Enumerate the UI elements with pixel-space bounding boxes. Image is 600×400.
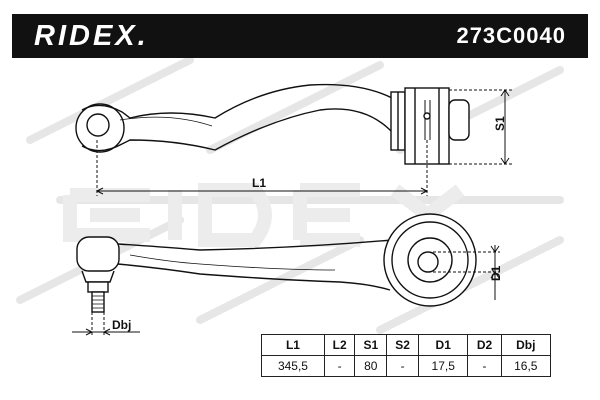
spec-table-value-row: 345,5 - 80 - 17,5 - 16,5 xyxy=(261,355,552,377)
spec-header-cell: Dbj xyxy=(500,334,552,356)
spec-header-cell: S1 xyxy=(354,334,388,356)
spec-value-cell: - xyxy=(323,355,356,377)
dimension-l1 xyxy=(95,140,429,196)
spec-header-cell: L1 xyxy=(261,334,325,356)
spec-value-cell: 80 xyxy=(354,355,388,377)
spec-value-cell: - xyxy=(467,355,502,377)
spec-header-cell: S2 xyxy=(386,334,420,356)
spec-value-cell: 16,5 xyxy=(500,355,552,377)
dimension-d1-label: D1 xyxy=(489,265,503,281)
dimension-d1 xyxy=(428,245,500,300)
spec-table: L1 L2 S1 S2 D1 D2 Dbj 345,5 - 80 - 17,5 … xyxy=(261,334,552,377)
control-arm-side-view xyxy=(76,213,477,313)
spec-header-cell: L2 xyxy=(323,334,356,356)
spec-table-header-row: L1 L2 S1 S2 D1 D2 Dbj xyxy=(261,334,552,356)
part-number: 273C0040 xyxy=(456,23,566,48)
dimension-s1 xyxy=(449,89,512,165)
dimension-dbj-label: Dbj xyxy=(112,318,131,332)
spec-value-cell: - xyxy=(386,355,420,377)
spec-header-cell: D1 xyxy=(418,334,469,356)
brand-logo: RIDEX. xyxy=(34,20,149,52)
dimension-l1-label: L1 xyxy=(252,176,266,190)
spec-header-cell: D2 xyxy=(467,334,502,356)
control-arm-top-view xyxy=(75,83,470,165)
spec-value-cell: 17,5 xyxy=(418,355,469,377)
spec-value-cell: 345,5 xyxy=(261,355,325,377)
dimension-dbj xyxy=(72,312,140,336)
header-bar: RIDEX. 273C0040 xyxy=(12,14,588,58)
dimension-s1-label: S1 xyxy=(493,116,507,131)
